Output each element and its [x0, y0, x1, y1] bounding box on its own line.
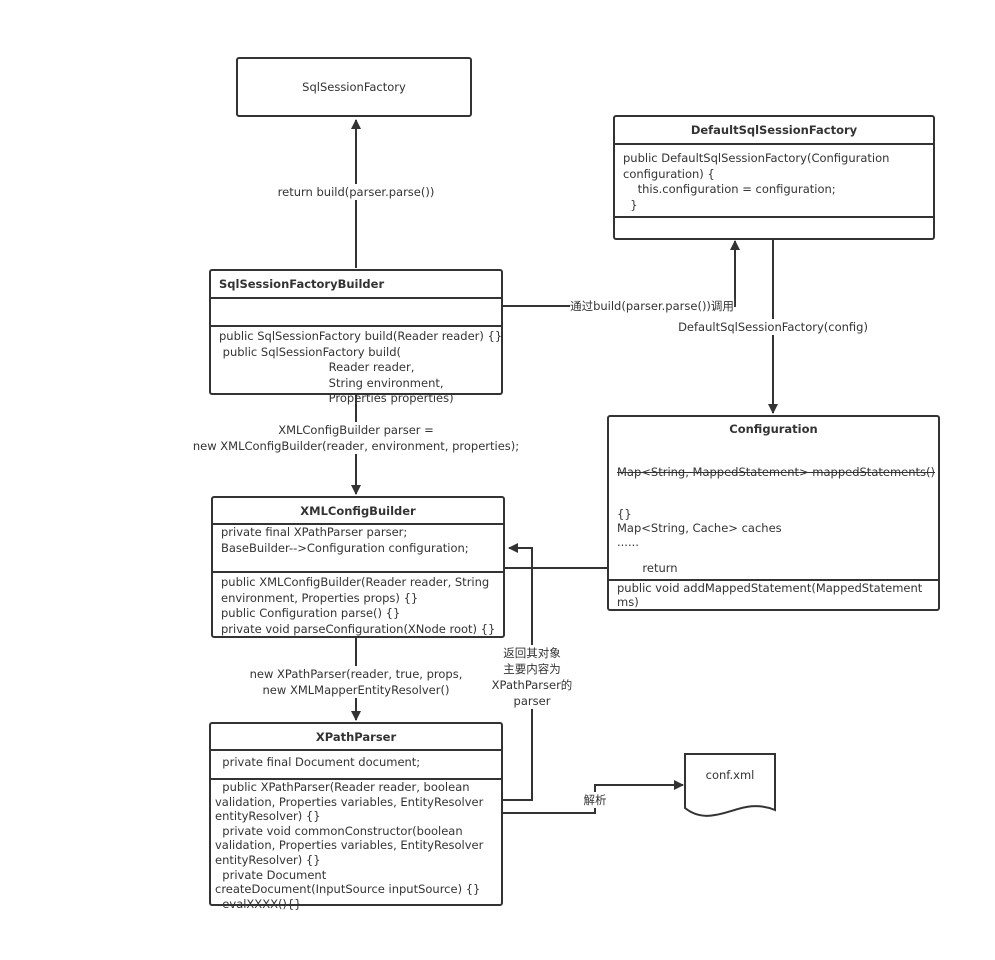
edge-call-build [503, 240, 740, 307]
edge-label-default-config: DefaultSqlSessionFactory(config) [678, 319, 868, 335]
class-title: XPathParser [211, 724, 501, 751]
class-title: SqlSessionFactory [302, 80, 406, 94]
class-title: SqlSessionFactoryBuilder [211, 271, 501, 299]
edge-label-return-build: return build(parser.parse()) [277, 184, 435, 200]
methods-section: public void addMappedStatement(MappedSta… [609, 579, 938, 609]
class-title: Configuration [729, 422, 818, 436]
methods-section: public SqlSessionFactory build(Reader re… [211, 325, 501, 409]
fields-section [211, 299, 501, 325]
fields-section: private final XPathParser parser; BaseBu… [221, 525, 469, 555]
fields-text: {} Map<String, Cache> caches ...... [617, 507, 782, 549]
sql-session-factory-box[interactable]: SqlSessionFactory [236, 57, 472, 117]
edge-label-return-object: 返回其对象 主要内容为 XPathParser的 parser [491, 645, 573, 709]
default-sql-session-factory-box[interactable]: DefaultSqlSessionFactory public DefaultS… [613, 115, 935, 240]
body-section: public DefaultSqlSessionFactory(Configur… [623, 151, 890, 212]
xml-config-builder-box[interactable]: XMLConfigBuilder private final XPathPars… [211, 496, 505, 638]
methods-section: public XPathParser(Reader reader, boolea… [211, 778, 501, 911]
fields-section: private final Document document; [215, 755, 421, 769]
fields-section: Map<String, MappedStatement> mappedState… [609, 437, 938, 579]
configuration-box[interactable]: Configuration Map<String, MappedStatemen… [607, 415, 940, 611]
class-title: XMLConfigBuilder [213, 498, 503, 525]
struck-field: Map<String, MappedStatement> mappedState… [617, 465, 935, 479]
conf-xml-shape [684, 753, 776, 817]
edge-label-return: return [642, 560, 678, 576]
class-title: DefaultSqlSessionFactory [615, 117, 933, 145]
edge-label-call-build: 通过build(parser.parse())调用 [570, 298, 734, 314]
conf-xml-label: conf.xml [705, 768, 755, 782]
methods-section: public XMLConfigBuilder(Reader reader, S… [213, 571, 503, 639]
edge-label-parse: 解析 [583, 792, 607, 808]
empty-section [615, 216, 933, 240]
sql-session-factory-builder-box[interactable]: SqlSessionFactoryBuilder public SqlSessi… [209, 269, 503, 405]
xpath-parser-box[interactable]: XPathParser private final Document docum… [209, 722, 503, 911]
edge-label-new-xpath: new XPathParser(reader, true, props, new… [249, 666, 463, 698]
edge-label-new-xml-config: XMLConfigBuilder parser = new XMLConfigB… [192, 422, 520, 454]
